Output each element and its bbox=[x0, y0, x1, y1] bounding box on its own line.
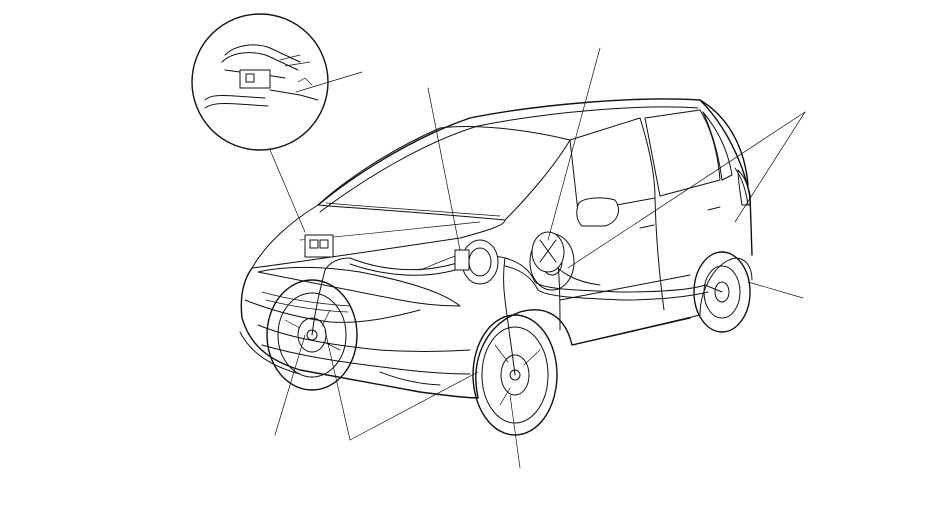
inset-detail bbox=[191, 13, 329, 151]
leader-front-lines-2 bbox=[349, 371, 479, 441]
leader-front-brake bbox=[274, 334, 306, 436]
leader-front-lines-1 bbox=[324, 329, 351, 441]
leader-front-right-brake bbox=[509, 394, 521, 469]
leader-booster bbox=[427, 87, 461, 251]
leader-inset-to-unit bbox=[269, 149, 306, 233]
leader-inset-part bbox=[295, 71, 363, 93]
front-left-wheel bbox=[266, 279, 358, 391]
rear-right-wheel bbox=[693, 251, 751, 333]
car-body bbox=[239, 98, 753, 399]
modulator-unit bbox=[304, 234, 334, 258]
pedal-assembly bbox=[531, 231, 565, 273]
leader-rear-lines-2 bbox=[734, 111, 806, 223]
leader-rear-brake bbox=[747, 281, 804, 299]
leader-pedal bbox=[547, 47, 601, 241]
callout-leaders bbox=[269, 47, 806, 469]
brake-booster bbox=[454, 239, 499, 285]
leader-rear-lines-1 bbox=[567, 111, 806, 269]
